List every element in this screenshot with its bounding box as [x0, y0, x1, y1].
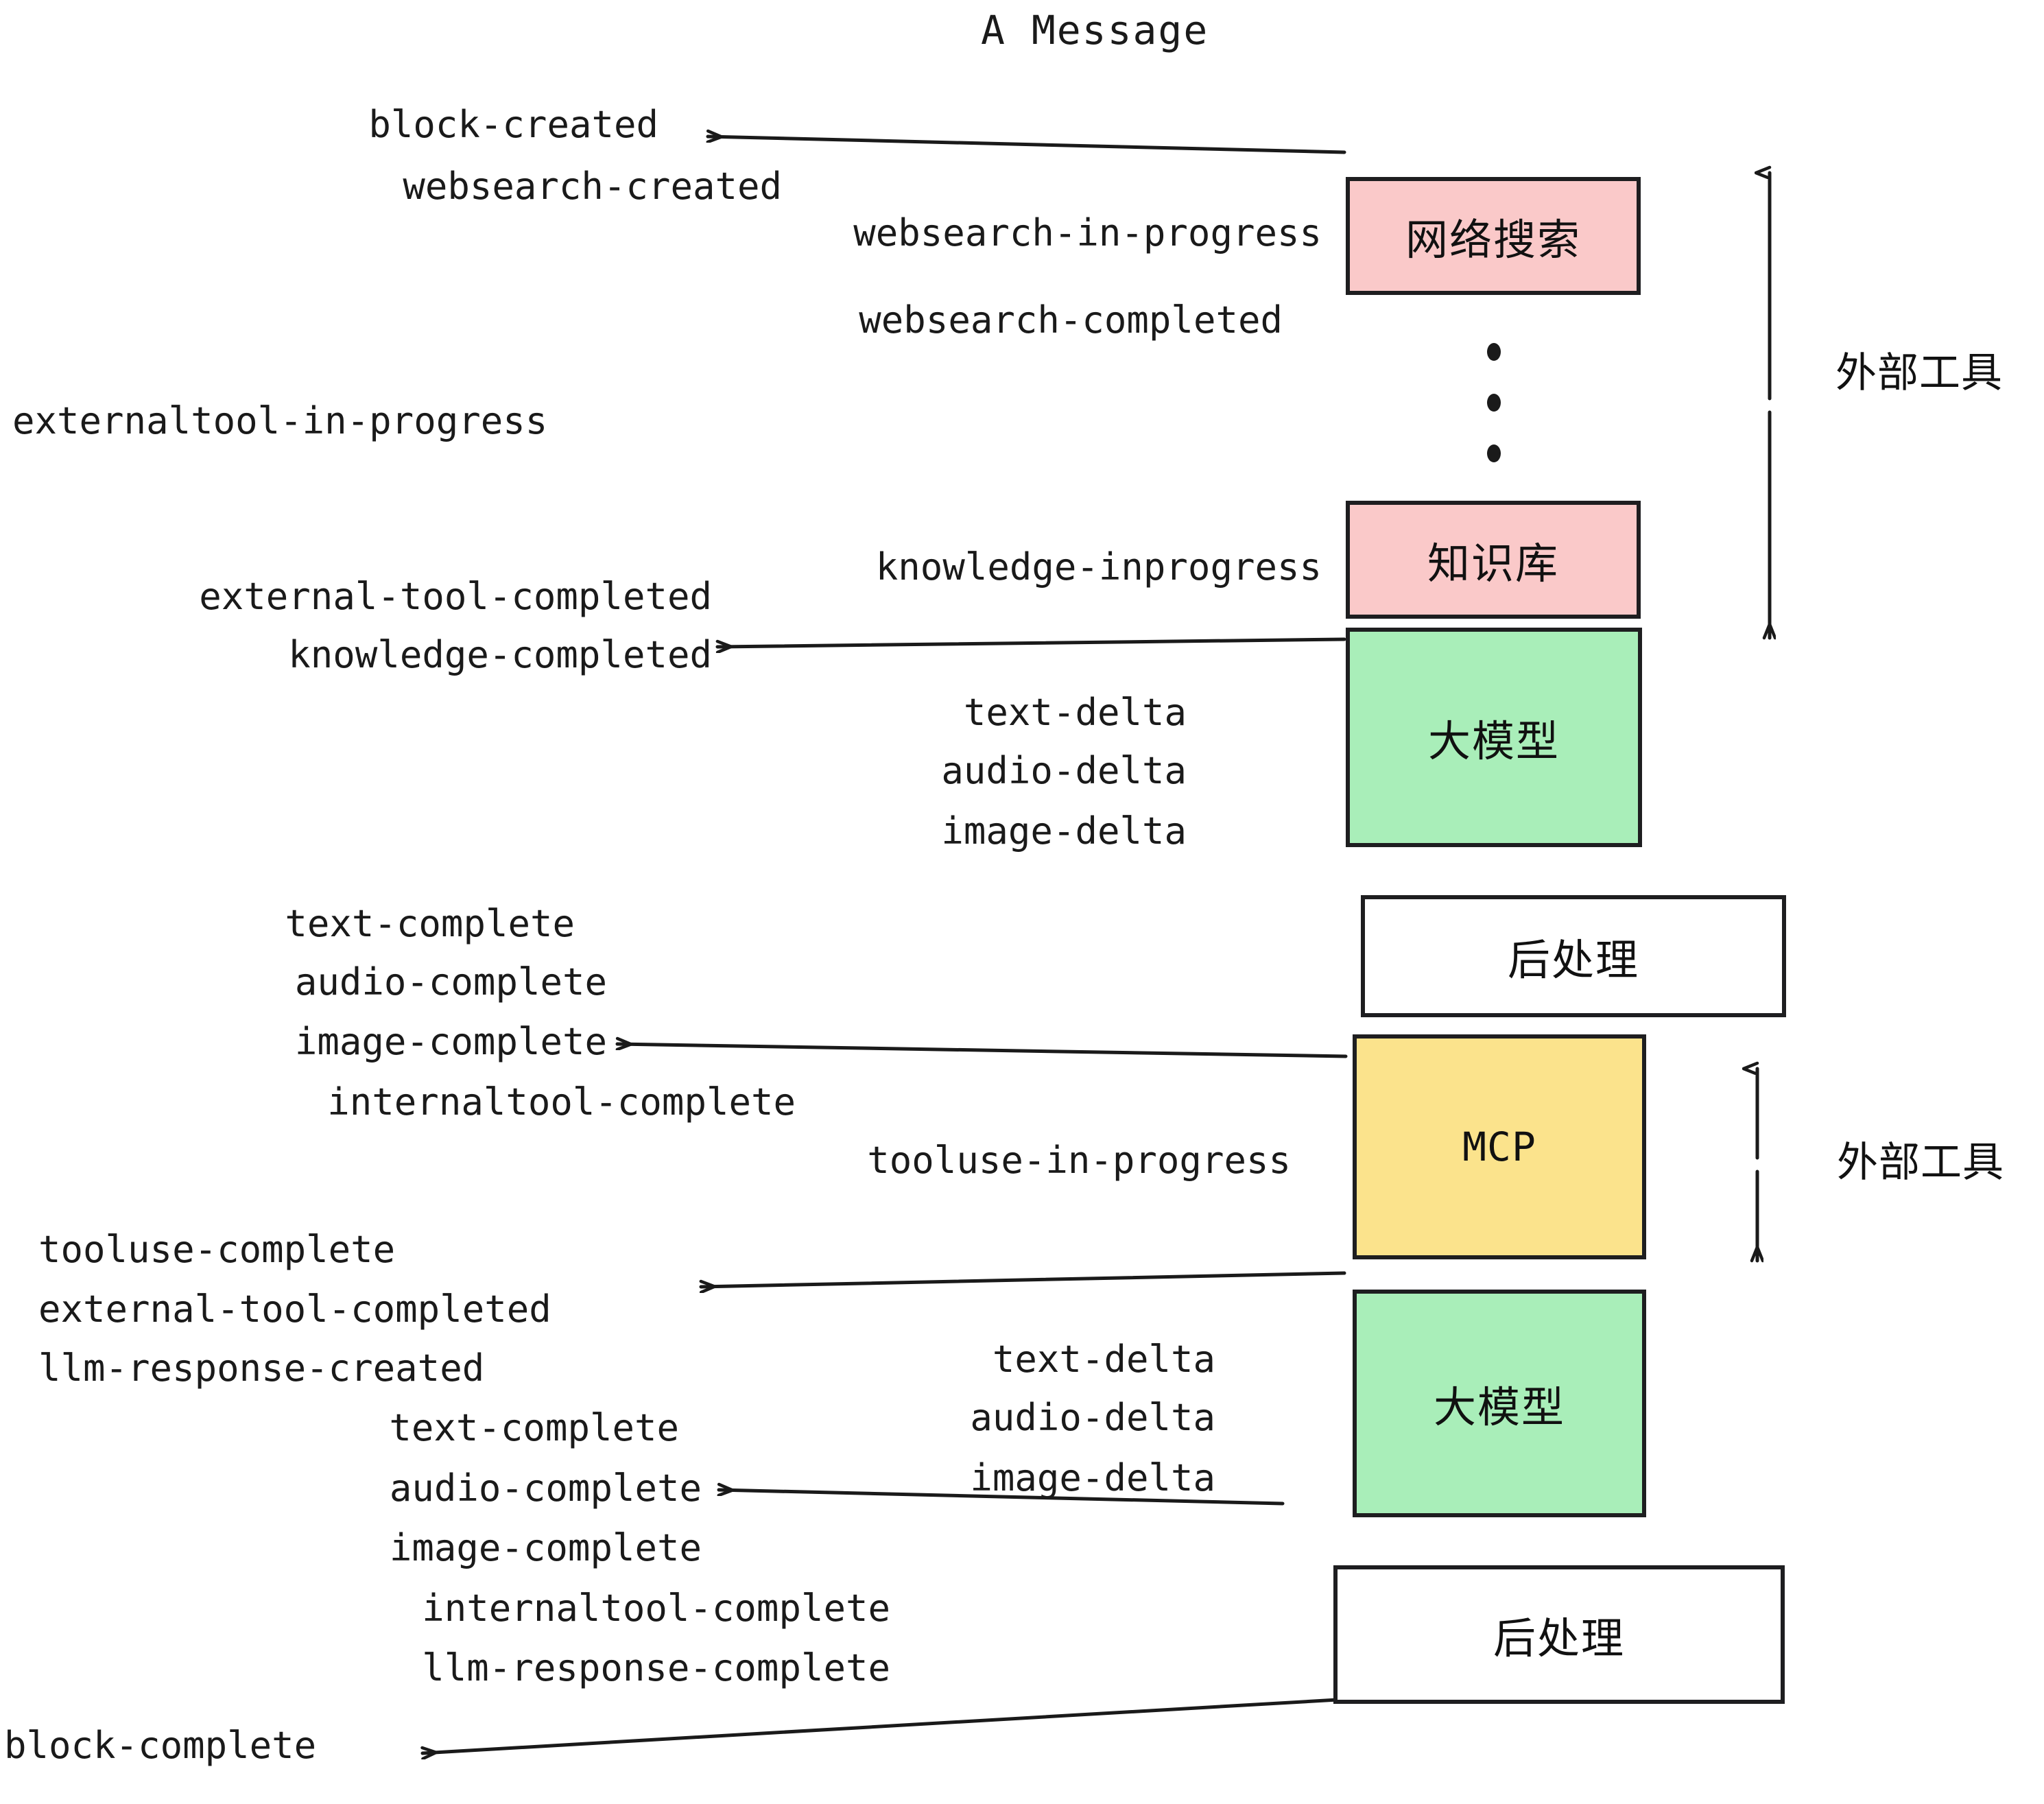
ellipsis-dot — [1487, 394, 1501, 412]
event-label-text-delta-2: text-delta — [992, 1338, 1215, 1381]
event-label-internaltool-complete-1: internaltool-complete — [327, 1080, 796, 1124]
event-label-text-complete-2: text-complete — [389, 1406, 679, 1449]
node-box-label: 知识库 — [1427, 538, 1559, 589]
ellipsis-dot — [1487, 444, 1501, 462]
event-label-text-complete-1: text-complete — [285, 902, 575, 945]
event-label-image-delta-1: image-delta — [941, 809, 1187, 853]
node-box-label: 后处理 — [1493, 1613, 1625, 1663]
event-label-websearch-in-progress: websearch-in-progress — [853, 211, 1322, 254]
event-label-websearch-completed: websearch-completed — [859, 298, 1283, 342]
node-box-postproc-2: 后处理 — [1333, 1565, 1785, 1704]
page-title: A Message — [981, 7, 1209, 54]
node-box-llm-2: 大模型 — [1353, 1290, 1646, 1517]
ellipsis-dot — [1487, 343, 1501, 361]
node-box-mcp: MCP — [1353, 1034, 1646, 1259]
event-label-tooluse-complete: tooluse-complete — [38, 1228, 396, 1271]
event-label-image-complete-2: image-complete — [389, 1526, 702, 1569]
event-label-block-created: block-created — [368, 103, 658, 146]
event-label-image-delta-2: image-delta — [970, 1456, 1215, 1499]
event-label-audio-complete-2: audio-complete — [389, 1467, 702, 1510]
node-box-websearch: 网络搜索 — [1346, 177, 1641, 295]
event-label-externaltool-in-progress: externaltool-in-progress — [12, 399, 548, 442]
event-label-internaltool-complete-2: internaltool-complete — [422, 1587, 890, 1630]
event-label-knowledge-inprogress: knowledge-inprogress — [875, 545, 1322, 589]
event-label-text-delta-1: text-delta — [963, 691, 1187, 734]
arrow-knowledge-completed — [715, 637, 1346, 647]
event-label-audio-complete-1: audio-complete — [294, 960, 607, 1004]
node-box-label: 大模型 — [1427, 716, 1560, 766]
event-label-tooluse-in-progress: tooluse-in-progress — [867, 1139, 1291, 1182]
arrow-block-complete — [423, 1698, 1340, 1753]
event-label-websearch-created: websearch-created — [403, 165, 782, 208]
event-label-llm-response-complete: llm-response-complete — [422, 1646, 890, 1689]
node-box-label: 大模型 — [1433, 1382, 1565, 1432]
event-label-knowledge-completed: knowledge-completed — [288, 633, 712, 676]
node-box-label: 后处理 — [1507, 935, 1639, 985]
event-label-external-tool-completed-1: external-tool-completed — [199, 575, 712, 618]
event-label-block-complete: block-complete — [4, 1724, 317, 1767]
arrow-image-complete — [615, 1044, 1348, 1058]
event-label-audio-delta-2: audio-delta — [970, 1396, 1215, 1439]
event-label-image-complete-1: image-complete — [294, 1020, 607, 1063]
node-box-label: MCP — [1462, 1124, 1536, 1170]
node-box-label: 网络搜索 — [1405, 215, 1581, 265]
event-label-external-tool-completed-2: external-tool-completed — [38, 1287, 551, 1331]
event-label-audio-delta-1: audio-delta — [941, 749, 1187, 792]
node-box-knowledge: 知识库 — [1346, 501, 1641, 619]
event-label-llm-response-created: llm-response-created — [38, 1346, 485, 1390]
arrow-block-created — [706, 137, 1346, 154]
side-label-external-tools-bottom: 外部工具 — [1837, 1139, 2004, 1187]
node-box-llm-1: 大模型 — [1346, 628, 1642, 847]
ellipsis-dots — [1487, 343, 1501, 495]
arrow-tooluse-complete — [699, 1271, 1346, 1287]
node-box-postproc-1: 后处理 — [1361, 895, 1786, 1017]
side-label-external-tools-top: 外部工具 — [1835, 349, 2003, 397]
